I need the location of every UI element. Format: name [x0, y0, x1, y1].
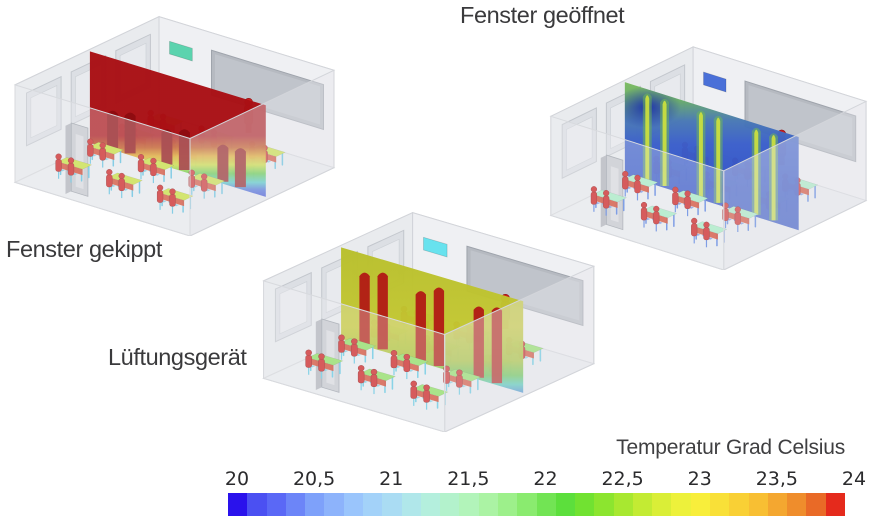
room-fenster-geoeffnet: [536, 32, 872, 270]
colorbar-segment: [324, 493, 344, 516]
colorbar-segment: [575, 493, 595, 516]
colorbar-segment: [787, 493, 807, 516]
colorbar: [228, 493, 845, 516]
room-scene-fenster-gekippt: [13, 15, 336, 236]
colorbar-segment: [228, 493, 248, 516]
room-fenster-gekippt: [0, 2, 340, 236]
colorbar-tick: 21: [379, 468, 404, 490]
colorbar-tick: 22,5: [601, 468, 644, 490]
colorbar-segment: [536, 493, 556, 516]
colorbar-segment: [632, 493, 653, 516]
colorbar-segment: [555, 493, 576, 516]
colorbar-segment: [806, 493, 826, 516]
colorbar-segment: [343, 493, 363, 516]
colorbar-segment: [671, 493, 691, 516]
colorbar-segment: [305, 493, 325, 516]
colorbar-segment: [748, 493, 768, 516]
colorbar-segment: [285, 493, 306, 516]
colorbar-tick: 20,5: [292, 468, 336, 490]
colorbar-segment: [382, 493, 402, 516]
colorbar-segment: [825, 493, 845, 516]
colorbar-segment: [767, 493, 788, 516]
colorbar-segment: [420, 493, 441, 516]
colorbar-tick: 22: [533, 468, 558, 490]
room-lueftungsgeraet: [248, 198, 600, 432]
room-scene-fenster-geoeffnet: [549, 46, 868, 270]
legend-title: Temperatur Grad Celsius: [616, 436, 845, 459]
colorbar-segment: [710, 493, 730, 516]
room-scene-lueftungsgeraet: [262, 211, 596, 432]
colorbar-tick: 20: [224, 468, 250, 490]
label-fenster-geoeffnet: Fenster geöffnet: [460, 2, 625, 28]
colorbar-segment: [652, 493, 672, 516]
colorbar-segment: [440, 493, 460, 516]
colorbar-segment: [247, 493, 267, 516]
colorbar-segment: [459, 493, 479, 516]
colorbar-tick: 24: [841, 468, 867, 490]
colorbar-segment: [613, 493, 633, 516]
colorbar-tick: 23,5: [755, 468, 799, 490]
colorbar-segment: [729, 493, 749, 516]
colorbar-segment: [478, 493, 498, 516]
colorbar-segment: [517, 493, 537, 516]
colorbar-segment: [690, 493, 711, 516]
colorbar-tick: 21,5: [447, 468, 490, 490]
label-lueftungsgeraet: Lüftungsgerät: [108, 344, 247, 370]
colorbar-segment: [401, 493, 421, 516]
label-fenster-gekippt: Fenster gekippt: [6, 236, 162, 262]
colorbar-segment: [266, 493, 286, 516]
colorbar-segment: [497, 493, 518, 516]
colorbar-segment: [594, 493, 614, 516]
colorbar-tick: 23: [687, 468, 712, 490]
colorbar-segment: [362, 493, 383, 516]
